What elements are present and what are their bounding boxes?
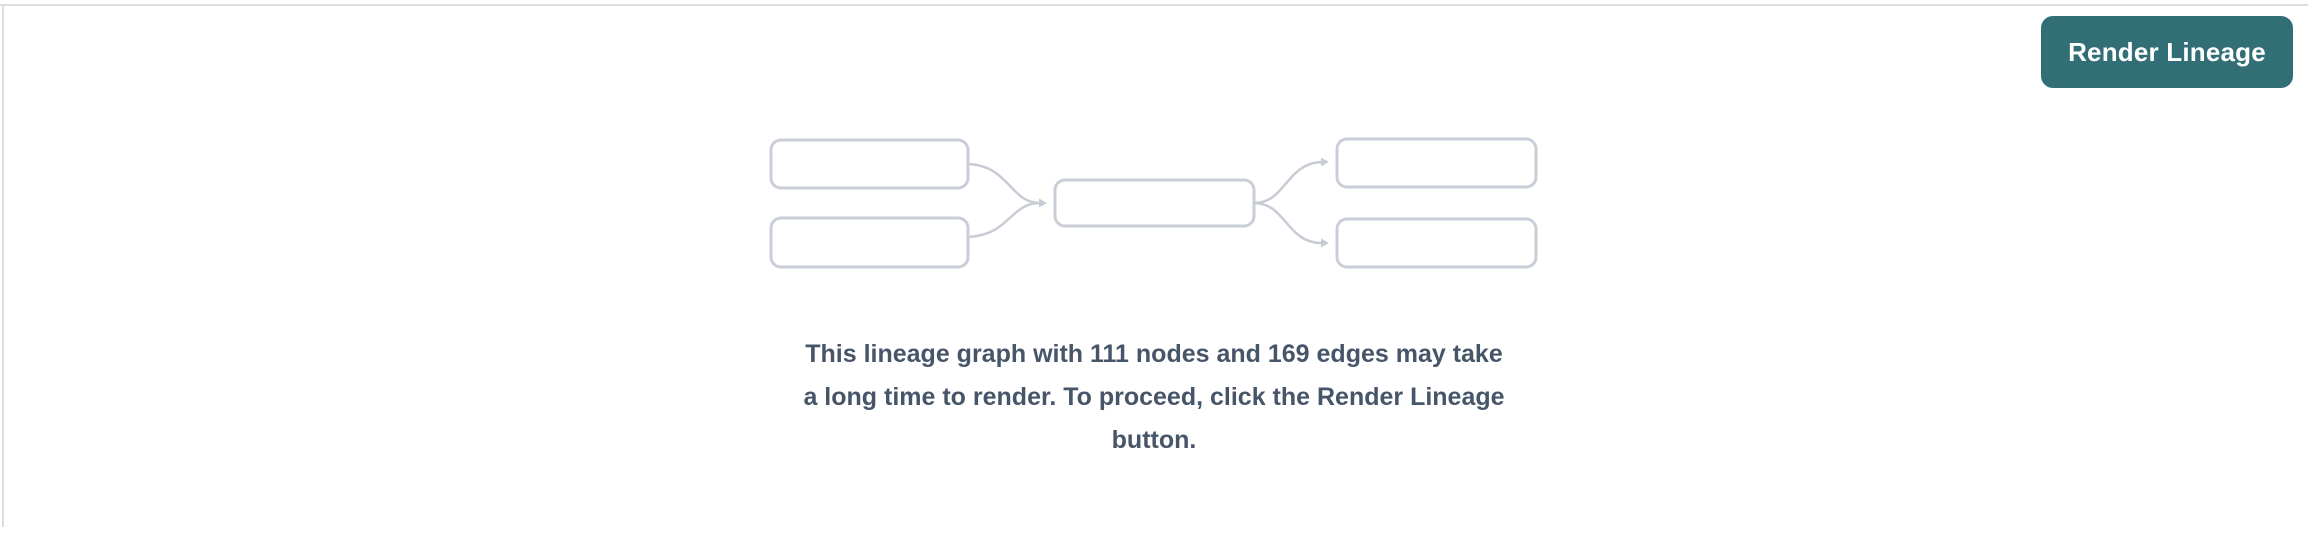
placeholder-edge-out-top [1253,157,1329,205]
placeholder-node-left-top [769,138,970,190]
placeholder-edge-out-bottom [1253,201,1329,248]
placeholder-node-right-top [1335,137,1538,189]
placeholder-node-right-bottom [1335,217,1538,269]
render-lineage-button[interactable]: Render Lineage [2041,16,2293,88]
placeholder-node-left-bottom [769,216,970,269]
lineage-warning-message: This lineage graph with 111 nodes and 16… [754,333,1554,462]
lineage-warning-line-3: button. [1111,426,1197,454]
placeholder-node-center [1053,178,1256,228]
placeholder-edge-in-bottom [967,201,1041,239]
panel-top-border [0,4,2308,6]
lineage-graph-placeholder-illustration [769,137,1538,269]
lineage-warning-line-1: This lineage graph with 111 nodes and 16… [805,340,1503,368]
panel-left-border [2,4,4,527]
lineage-empty-state: This lineage graph with 111 nodes and 16… [754,137,1554,462]
lineage-warning-line-2: a long time to render. To proceed, click… [803,383,1505,411]
placeholder-edge-in-top [967,162,1047,208]
